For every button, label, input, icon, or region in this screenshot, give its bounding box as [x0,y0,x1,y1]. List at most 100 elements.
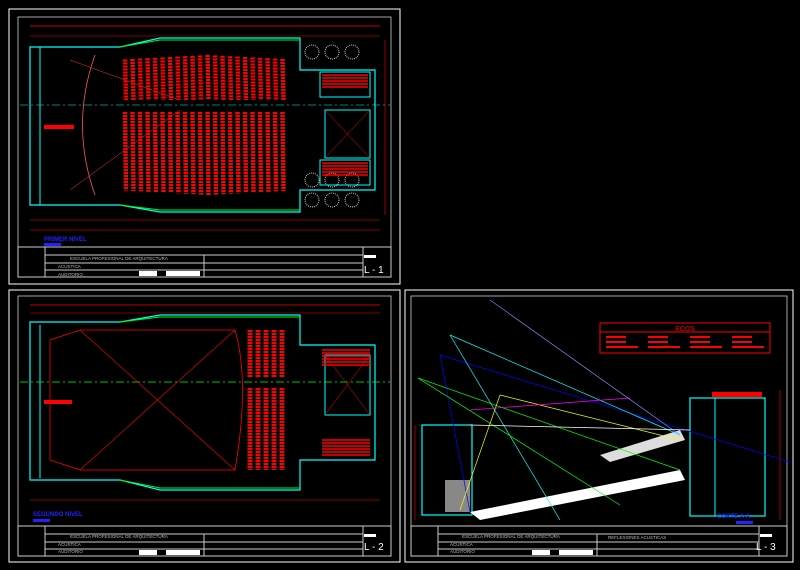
sound-ray [449,334,681,436]
plan-primer-nivel [20,25,390,231]
seat-row [190,111,196,195]
seat-row [205,54,211,101]
seat-row [227,111,234,194]
sheet-label-l1: L - 1 [364,265,384,276]
seat-row [160,111,166,193]
seat-row [152,57,159,101]
tree-icon [304,192,320,208]
legend-entry [690,336,710,338]
seat-row [137,58,144,101]
tree-icon [344,192,360,208]
sheet-label-l3: L - 3 [756,542,776,553]
seat-row [182,111,189,194]
course-l3: ACUSTICA [450,542,473,547]
seat-row [145,58,151,101]
seat-row [130,58,136,101]
sound-ray [449,334,561,521]
seat-row [212,111,219,195]
course-l2: ACUSTICA [58,542,81,547]
seat-row [250,111,256,193]
seat-row [122,59,129,101]
sound-ray [459,394,501,511]
seat-row [197,55,204,101]
seat-row [220,111,226,195]
seat-row [130,111,136,192]
seat-row [205,111,211,196]
title-block [410,525,788,557]
seat-row [272,58,279,101]
seat-row [190,55,196,101]
seat-row [152,111,159,193]
view-title-l2: SEGUNDO NIVEL [33,512,83,518]
sheet-label-l2: L - 2 [364,542,384,553]
seat-row [257,111,264,193]
legend-entry [606,336,626,338]
sheet-frame-l2 [8,289,401,563]
sound-ray [439,354,791,463]
seat-row [175,56,181,101]
seat-row [197,111,204,195]
legend-entry [648,341,668,343]
legend-entry [690,346,722,348]
seat-row [227,56,234,101]
seat-row [235,111,241,194]
sound-ray [469,397,631,411]
sound-ray [417,377,681,471]
seat-row [235,56,241,101]
seat-row [212,55,219,101]
legend-entry [606,341,626,343]
seat-row [265,58,271,101]
project-l1: AUDITORIO [58,272,83,277]
legend-entry [648,346,680,348]
seat-row [175,111,181,194]
seat-row [137,111,144,192]
tree-icon [304,172,320,188]
view-title-l3: CORTE A-A [717,514,751,520]
seat-row [272,111,279,192]
tree-icon [324,192,340,208]
tree-icon [304,44,320,60]
subtitle-l3: REFLEXIONES ACUSTICAS [608,535,666,540]
sound-ray [439,354,471,513]
sound-ray [489,299,681,436]
seat-row [167,56,174,101]
seat-row [280,111,286,192]
project-l3: AUDITORIO [450,549,475,554]
sound-ray [499,394,681,441]
sheet-frame-l3 [404,289,794,563]
seat-row [182,56,189,101]
seat-row [220,55,226,101]
sound-ray [417,377,621,506]
seat-row [242,111,249,194]
seat-row [122,111,129,191]
legend-entry [732,341,752,343]
course-l1: ACUSTICA [58,264,81,269]
legend-entry [648,336,668,338]
plan-segundo-nivel [20,304,390,501]
section-corte [414,299,791,521]
legend-entry [690,341,710,343]
legend-entry [606,346,638,348]
seat-row [257,57,264,101]
legend-title: ECOS [675,326,695,333]
school-name-l1: ESCUELA PROFESIONAL DE ARQUITECTURA [70,256,168,261]
school-name-l2: ESCUELA PROFESIONAL DE ARQUITECTURA [70,534,168,539]
tree-icon [324,172,340,188]
seat-row [280,58,286,101]
project-l2: AUDITORIO [58,549,83,554]
tree-icon [344,172,360,188]
legend-entry [732,346,764,348]
tree-icon [324,44,340,60]
view-title-l1: PRIMER NIVEL [44,237,87,243]
seat-row [145,111,151,192]
seat-row [167,111,174,194]
seat-row [242,56,249,101]
seat-row [265,111,271,192]
sound-ray [469,424,691,431]
tree-icon [344,44,360,60]
seat-row [250,57,256,101]
sheet-frame-l1 [8,8,401,285]
legend-entry [732,336,752,338]
seat-row [160,57,166,101]
